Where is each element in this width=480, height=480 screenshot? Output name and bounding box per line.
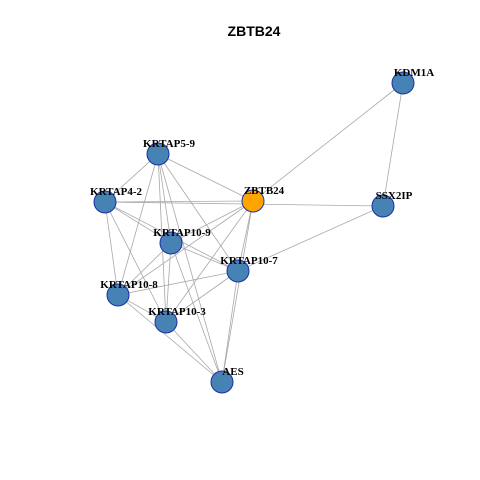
node-label-krtap10-7: KRTAP10-7 [220, 255, 278, 267]
node-label-ssx2ip: SSX2IP [376, 190, 413, 202]
node-label-krtap5-9: KRTAP5-9 [143, 138, 195, 150]
node-krtap10-8[interactable] [106, 283, 130, 307]
edge-layer [104, 82, 404, 383]
edge-krtap10-8-aes [117, 294, 223, 383]
edge-ssx2ip-krtap10-7 [237, 205, 384, 272]
edge-krtap10-7-krtap10-8 [117, 270, 239, 296]
node-krtap10-7[interactable] [226, 259, 250, 283]
edge-krtap10-9-krtap10-8 [117, 242, 172, 296]
edge-krtap10-3-aes [165, 321, 223, 383]
edge-krtap10-9-krtap10-7 [170, 242, 239, 272]
edge-kdm1a-ssx2ip [382, 82, 404, 207]
node-ssx2ip[interactable] [371, 194, 395, 218]
node-kdm1a[interactable] [391, 71, 415, 95]
edge-krtap10-9-aes [170, 242, 223, 383]
edge-zbtb24-krtap10-9 [170, 200, 254, 244]
edge-zbtb24-krtap10-7 [237, 200, 254, 272]
node-krtap10-9[interactable] [159, 231, 183, 255]
edge-krtap5-9-zbtb24 [157, 153, 254, 202]
edge-krtap4-2-krtap10-3 [104, 201, 167, 323]
node-krtap5-9[interactable] [146, 142, 170, 166]
node-label-krtap10-9: KRTAP10-9 [153, 227, 211, 239]
edge-krtap5-9-krtap10-7 [157, 153, 239, 272]
edge-zbtb24-krtap10-8 [117, 200, 254, 296]
edge-krtap10-7-krtap10-3 [165, 270, 239, 323]
node-label-krtap4-2: KRTAP4-2 [90, 186, 142, 198]
node-label-zbtb24: ZBTB24 [244, 185, 285, 197]
node-krtap10-3[interactable] [154, 310, 178, 334]
node-zbtb24[interactable] [241, 189, 265, 213]
node-krtap4-2[interactable] [93, 190, 117, 214]
node-layer [93, 71, 415, 394]
edge-krtap10-9-krtap10-3 [165, 242, 172, 323]
node-label-kdm1a: KDM1A [394, 67, 434, 79]
node-label-krtap10-3: KRTAP10-3 [148, 306, 206, 318]
edge-zbtb24-krtap10-3 [165, 200, 254, 323]
edge-krtap5-9-krtap10-8 [117, 153, 159, 296]
edge-zbtb24-aes [221, 200, 254, 383]
diagram-title: ZBTB24 [228, 23, 281, 39]
edge-krtap4-2-krtap10-9 [104, 201, 172, 244]
edge-kdm1a-zbtb24 [252, 82, 404, 202]
edge-krtap4-2-zbtb24 [104, 200, 254, 203]
edge-krtap4-2-krtap10-8 [104, 201, 119, 296]
edge-krtap5-9-aes [157, 153, 223, 383]
edge-krtap5-9-krtap10-9 [157, 153, 172, 244]
node-aes[interactable] [210, 370, 234, 394]
node-label-krtap10-8: KRTAP10-8 [100, 279, 158, 291]
edge-krtap10-7-aes [221, 270, 239, 383]
node-label-aes: AES [222, 366, 243, 378]
edge-krtap5-9-krtap4-2 [104, 153, 159, 203]
